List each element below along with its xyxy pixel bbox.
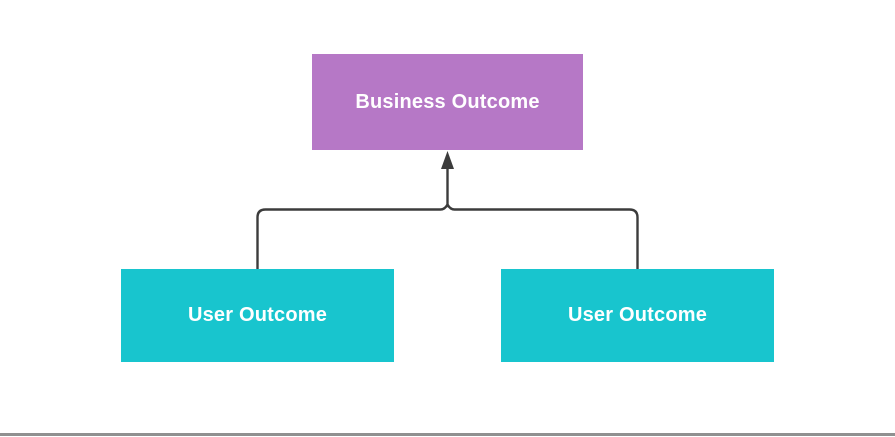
node-user-outcome-right-label: User Outcome bbox=[567, 304, 708, 326]
node-user-outcome-right: User Outcome bbox=[501, 269, 774, 362]
node-user-outcome-left-label: User Outcome bbox=[187, 304, 328, 326]
arrowhead-up-icon bbox=[441, 151, 454, 169]
bottom-divider bbox=[0, 433, 895, 436]
node-user-outcome-left: User Outcome bbox=[121, 269, 394, 362]
connector-path bbox=[256, 165, 639, 271]
node-business-outcome-label: Business Outcome bbox=[355, 90, 540, 113]
node-business-outcome: Business Outcome bbox=[312, 54, 583, 150]
